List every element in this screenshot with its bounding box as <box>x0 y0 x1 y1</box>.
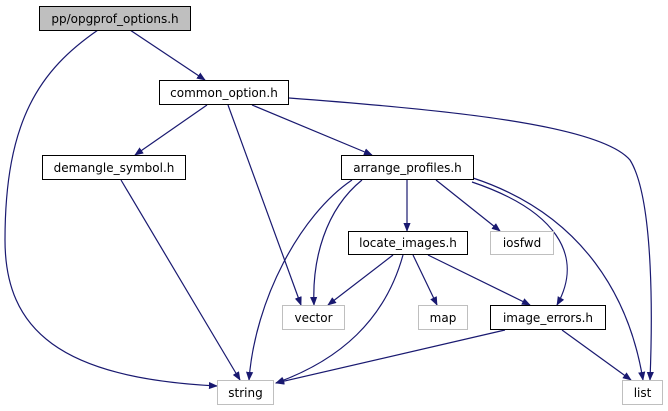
edge-arrange-profiles-to-list <box>472 177 646 381</box>
node-iosfwd: iosfwd <box>490 231 554 255</box>
node-label: string <box>228 385 263 400</box>
node-label: pp/opgprof_options.h <box>51 11 179 26</box>
node-image-errors[interactable]: image_errors.h <box>490 305 606 330</box>
edge-common-option-to-list <box>288 97 654 381</box>
edge-locate-images-to-vector <box>327 254 394 306</box>
node-demangle-symbol[interactable]: demangle_symbol.h <box>42 155 186 180</box>
node-label: vector <box>294 310 333 325</box>
node-label: locate_images.h <box>359 236 457 250</box>
node-string: string <box>217 380 274 405</box>
edge-arrange-profiles-to-vector <box>310 179 363 306</box>
edge-arrange-profiles-to-string <box>246 179 353 381</box>
edge-image-errors-to-list <box>561 329 632 381</box>
edge-common-option-to-demangle-symbol <box>134 104 208 156</box>
node-vector: vector <box>282 305 345 330</box>
node-label: arrange_profiles.h <box>353 160 462 175</box>
edge-locate-images-to-image-errors <box>427 254 531 306</box>
node-list: list <box>622 380 663 405</box>
node-label: map <box>429 310 457 325</box>
edge-common-option-to-arrange-profiles <box>251 104 373 156</box>
node-label: demangle_symbol.h <box>53 160 175 175</box>
node-map: map <box>418 305 468 330</box>
edge-arrange-profiles-to-image-errors <box>471 181 568 306</box>
edge-common-option-to-vector <box>227 104 302 306</box>
node-locate-images[interactable]: locate_images.h <box>348 231 468 255</box>
edge-arrange-profiles-to-iosfwd <box>435 179 501 232</box>
edge-root-to-string <box>4 29 218 390</box>
node-label: list <box>633 385 652 400</box>
edge-image-errors-to-string <box>275 329 506 385</box>
edge-root-to-common-option <box>129 29 206 81</box>
edge-demangle-symbol-to-string <box>120 179 241 381</box>
node-label: common_option.h <box>170 85 278 100</box>
edge-locate-images-to-map <box>412 254 438 306</box>
node-common-option[interactable]: common_option.h <box>159 80 289 105</box>
node-label: iosfwd <box>502 236 542 250</box>
node-label: image_errors.h <box>502 310 594 325</box>
node-root[interactable]: pp/opgprof_options.h <box>39 6 191 31</box>
node-arrange-profiles[interactable]: arrange_profiles.h <box>341 155 474 180</box>
edge-locate-images-to-string <box>275 254 404 384</box>
